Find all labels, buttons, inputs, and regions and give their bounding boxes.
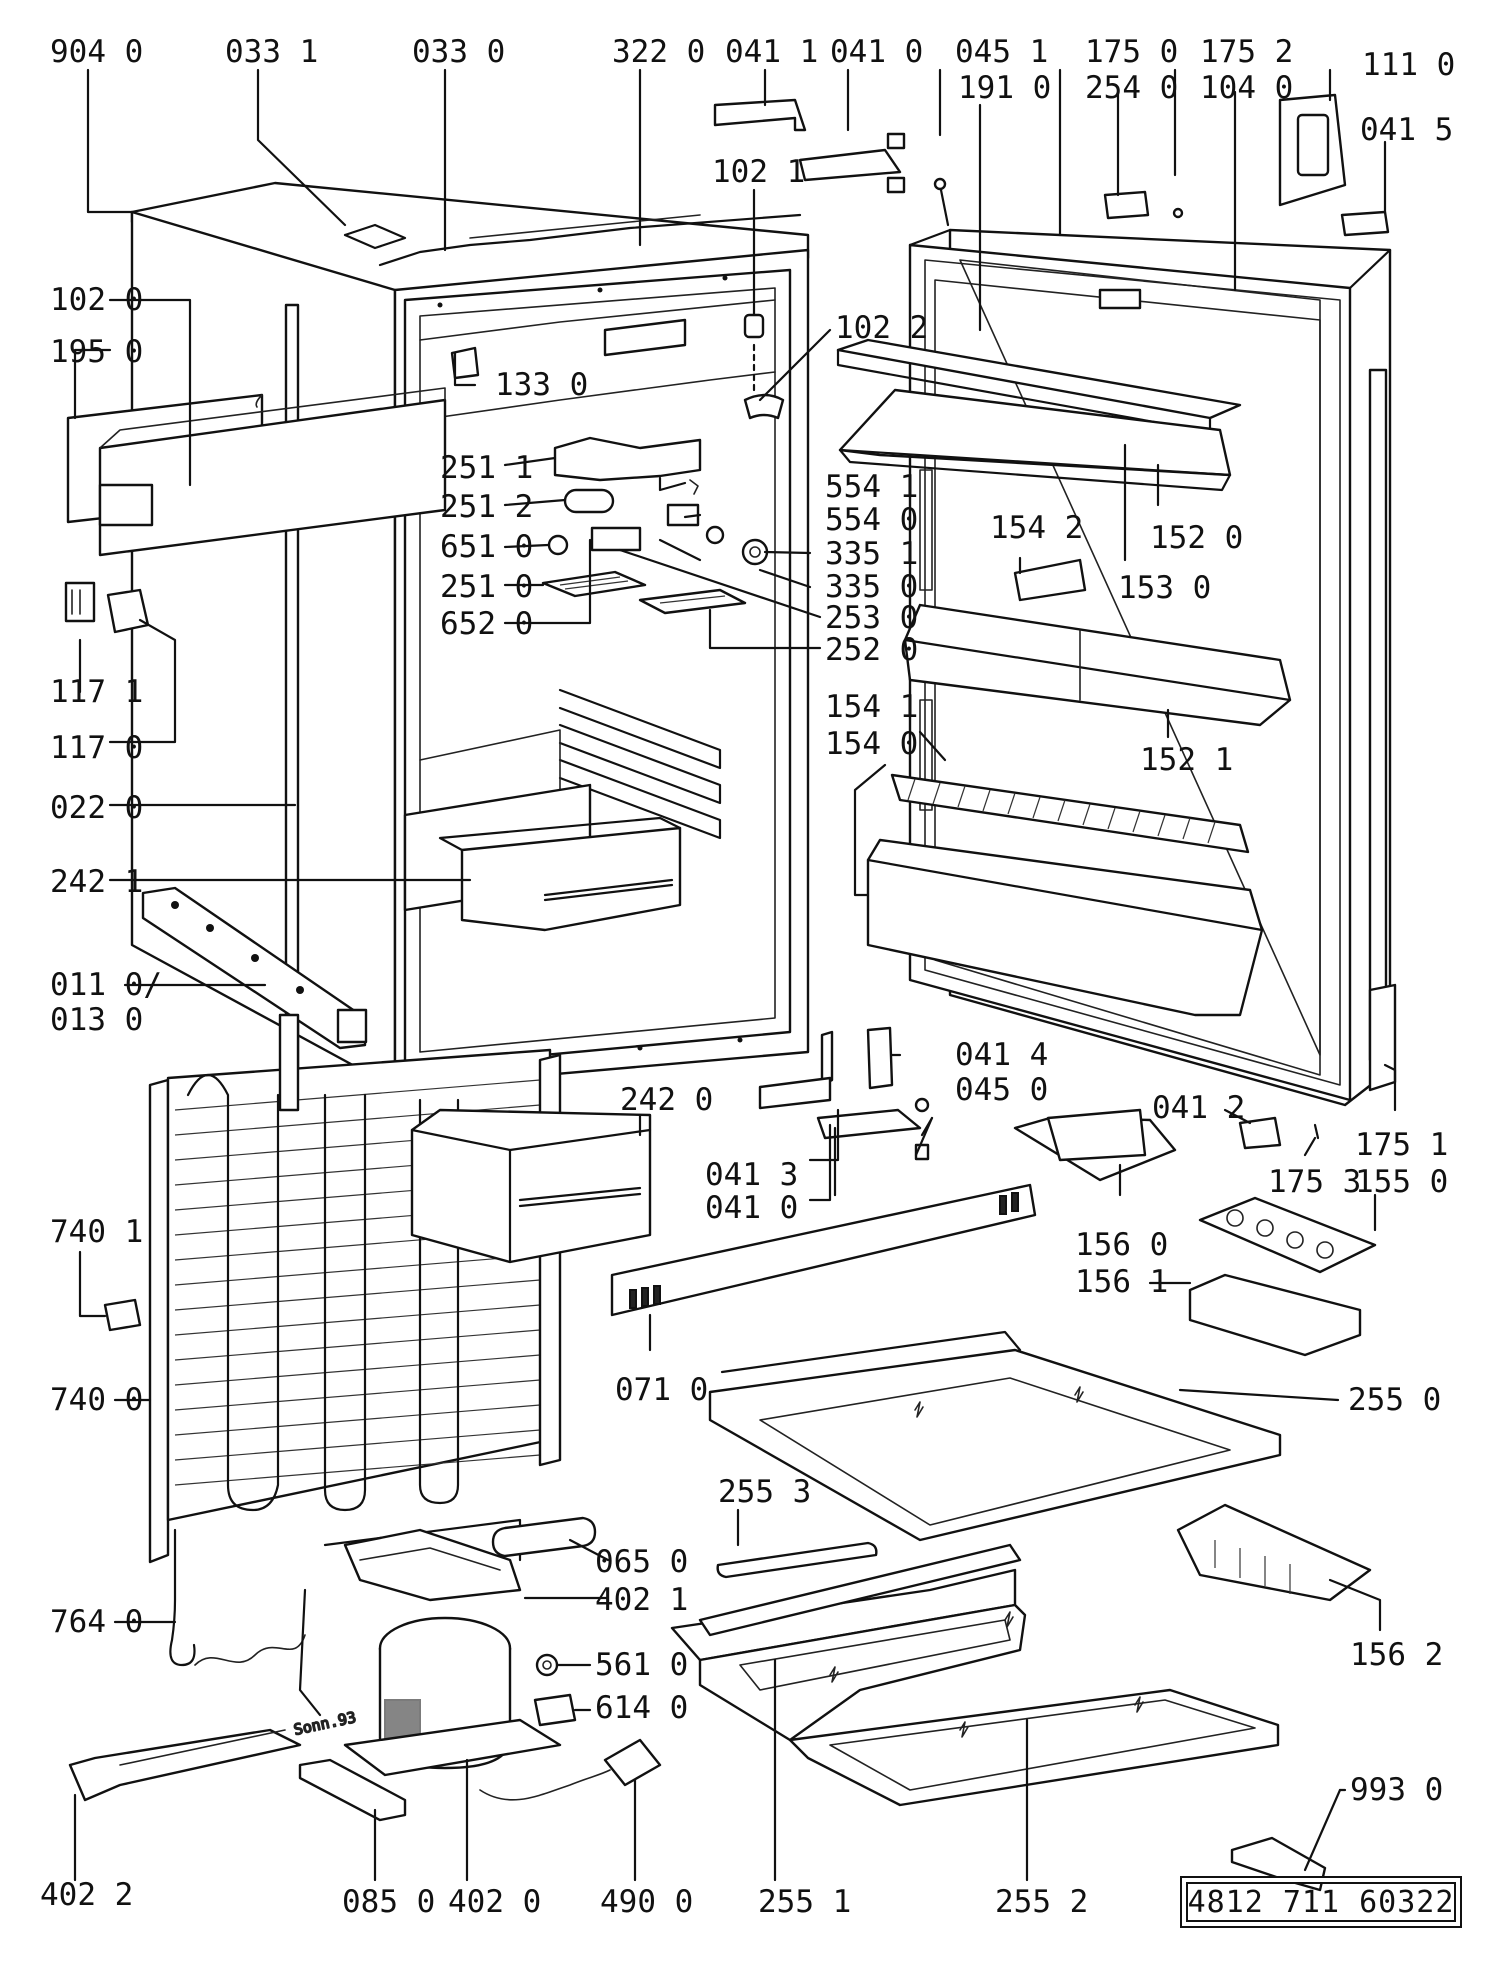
label-614-0: 614 0 <box>595 1690 688 1726</box>
kickplate-071 <box>610 1183 1037 1317</box>
label-033-0: 033 0 <box>412 34 505 70</box>
label-155-0: 155 0 <box>1355 1164 1448 1200</box>
label-402-1: 402 1 <box>595 1582 688 1618</box>
label-740-0: 740 0 <box>50 1382 143 1418</box>
label-561-0: 561 0 <box>595 1647 688 1683</box>
label-154-2: 154 2 <box>990 510 1083 546</box>
label-740-1: 740 1 <box>50 1214 143 1250</box>
label-255-3: 255 3 <box>718 1474 811 1510</box>
clips-117 <box>64 581 150 634</box>
label-251-1: 251 1 <box>440 450 533 486</box>
label-175-1: 175 1 <box>1355 1127 1448 1163</box>
crisper-242-1 <box>403 783 682 932</box>
label-041-5: 041 5 <box>1360 112 1453 148</box>
label-156-2: 156 2 <box>1350 1637 1443 1673</box>
label-175-0: 175 0 <box>1085 34 1178 70</box>
label-022-0: 022 0 <box>50 790 143 826</box>
label-013-0: 013 0 <box>50 1002 143 1038</box>
label-335-1: 335 1 <box>825 536 918 572</box>
accessories <box>1013 1108 1377 1892</box>
label-041-0-top: 041 0 <box>830 34 923 70</box>
label-191-0: 191 0 <box>958 70 1051 106</box>
label-251-0: 251 0 <box>440 569 533 605</box>
label-104-0: 104 0 <box>1200 70 1293 106</box>
label-904-0: 904 0 <box>50 34 143 70</box>
label-253-0: 253 0 <box>825 600 918 636</box>
label-255-2: 255 2 <box>995 1884 1088 1920</box>
label-011-0: 011 0/ <box>50 967 162 1003</box>
label-041-3: 041 3 <box>705 1157 798 1193</box>
label-652-0: 652 0 <box>440 606 533 642</box>
label-490-0: 490 0 <box>600 1884 693 1920</box>
label-554-0: 554 0 <box>825 502 918 538</box>
label-071-0: 071 0 <box>615 1372 708 1408</box>
label-045-1: 045 1 <box>955 34 1048 70</box>
label-153-0: 153 0 <box>1118 570 1211 606</box>
label-152-1: 152 1 <box>1140 742 1233 778</box>
leader-lines <box>73 68 1397 1882</box>
label-195-0: 195 0 <box>50 334 143 370</box>
crisper-242-0 <box>410 1108 652 1264</box>
label-242-0: 242 0 <box>620 1082 713 1118</box>
label-335-0: 335 0 <box>825 569 918 605</box>
label-045-0: 045 0 <box>955 1072 1048 1108</box>
label-152-0: 152 0 <box>1150 520 1243 556</box>
label-156-1: 156 1 <box>1075 1264 1168 1300</box>
small-brackets <box>450 313 785 420</box>
label-102-0: 102 0 <box>50 282 143 318</box>
label-251-2: 251 2 <box>440 489 533 525</box>
label-156-0: 156 0 <box>1075 1227 1168 1263</box>
label-111-0: 111 0 <box>1362 47 1455 83</box>
label-102-1: 102 1 <box>712 154 805 190</box>
label-175-2: 175 2 <box>1200 34 1293 70</box>
label-154-1: 154 1 <box>825 689 918 725</box>
label-254-0: 254 0 <box>1085 70 1178 106</box>
label-041-1: 041 1 <box>725 34 818 70</box>
door-shelves <box>836 338 1292 1017</box>
control-panel-011 <box>141 886 368 1050</box>
label-252-0: 252 0 <box>825 632 918 668</box>
label-993-0: 993 0 <box>1350 1772 1443 1808</box>
label-041-4: 041 4 <box>955 1037 1048 1073</box>
label-242-1: 242 1 <box>50 864 143 900</box>
lamp-thermostat-assembly <box>541 436 769 615</box>
label-175-3: 175 3 <box>1268 1164 1361 1200</box>
label-554-1: 554 1 <box>825 469 918 505</box>
label-065-0: 065 0 <box>595 1544 688 1580</box>
condenser-740 <box>148 1013 562 1564</box>
document-number-box: 4812 711 60322 <box>1180 1876 1462 1928</box>
stamp-text: Sonn.93 <box>292 1708 358 1739</box>
document-number: 4812 711 60322 <box>1187 1884 1455 1920</box>
label-041-0-mid: 041 0 <box>705 1190 798 1226</box>
label-402-2: 402 2 <box>40 1877 133 1913</box>
label-033-1: 033 1 <box>225 34 318 70</box>
hinge-parts <box>713 93 1390 1161</box>
label-085-0: 085 0 <box>342 1884 435 1920</box>
label-255-0: 255 0 <box>1348 1382 1441 1418</box>
panel-102 <box>66 387 447 557</box>
label-117-1: 117 1 <box>50 674 143 710</box>
label-764-0: 764 0 <box>50 1604 143 1640</box>
label-041-2: 041 2 <box>1152 1090 1245 1126</box>
label-102-2: 102 2 <box>835 310 928 346</box>
label-322-0: 322 0 <box>612 34 705 70</box>
label-133-0: 133 0 <box>495 367 588 403</box>
glass-shelves <box>670 1330 1282 1807</box>
label-402-0: 402 0 <box>448 1884 541 1920</box>
callout-labels: 904 0 033 1 033 0 322 0 041 1 041 0 045 … <box>40 34 1455 1920</box>
block-740-1 <box>103 1298 142 1332</box>
label-154-0: 154 0 <box>825 726 918 762</box>
label-117-0: 117 0 <box>50 730 143 766</box>
label-255-1: 255 1 <box>758 1884 851 1920</box>
compressor-group <box>68 1516 662 1822</box>
label-651-0: 651 0 <box>440 529 533 565</box>
